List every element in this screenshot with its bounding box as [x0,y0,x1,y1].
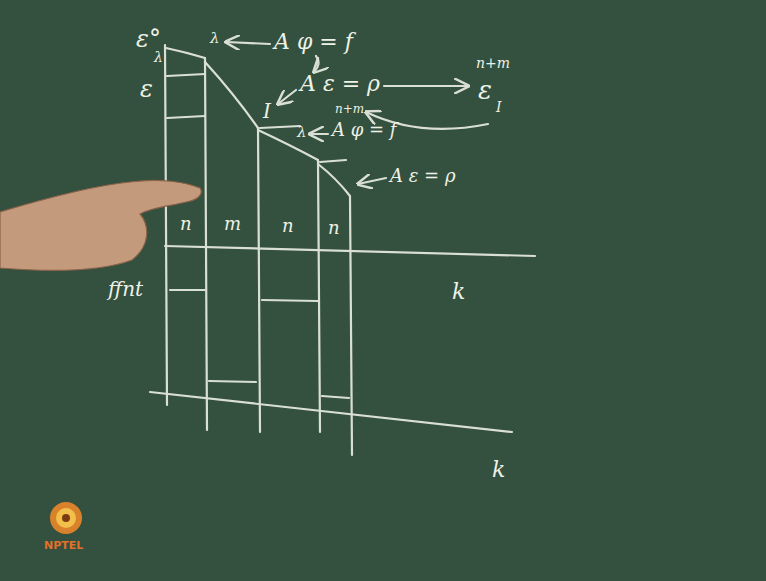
chalk-arrow [384,85,468,87]
chalk-label: n [328,218,340,238]
level-line [167,74,205,76]
chalk-label: k [492,458,505,482]
chalk-arrow [310,133,328,135]
chalk-label: n [180,214,192,234]
curve [205,62,258,128]
level-line [167,116,205,118]
chalk-label: m [224,214,241,234]
level-line [260,126,300,128]
chalk-arrow [278,90,296,104]
chalk-label: ε [478,76,492,105]
column-line [350,196,352,455]
chalk-arrow [226,42,270,44]
chalk-label: n+m [335,103,364,116]
level-line [209,381,256,382]
chalk-label: λ [297,124,307,141]
chalk-label: ffnt [108,278,143,300]
column-line [318,160,320,432]
chalk-label: I [496,100,502,115]
chalk-label: ε [140,76,153,102]
chalk-label: A ε = ρ [390,166,456,186]
chalk-label: k [452,280,465,304]
curve [318,164,350,196]
chalk-label: n [282,216,294,236]
logo-mark [50,502,82,534]
chalk-label: A φ = f [332,120,397,140]
logo-text: NPTEL [44,540,83,552]
chalk-arrow [358,178,386,184]
hand [0,180,201,270]
chalk-label: A ε = ρ [300,72,380,96]
curve [258,130,318,160]
chalk-label: n+m [476,56,510,71]
axis-line [165,45,167,405]
chalk-label: λ [210,30,220,47]
curve [166,48,205,58]
level-line [170,289,205,291]
chalk-arrow [314,56,319,72]
chalk-label: A φ = f [274,30,353,54]
chalk-label: I [263,100,271,122]
level-line [322,396,349,398]
level-line [262,300,318,301]
level-line [320,160,346,162]
chalk-label: ε° [136,26,161,52]
chalk-label: λ [154,50,163,65]
column-line [205,58,207,430]
axis-line [150,392,512,432]
column-line [258,128,260,432]
